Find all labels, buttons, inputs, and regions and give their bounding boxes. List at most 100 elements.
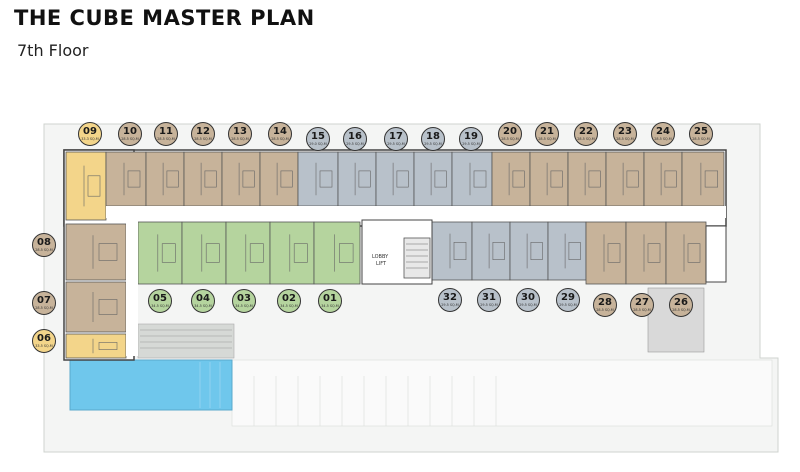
unit-block-14[interactable]	[259, 151, 299, 207]
unit-block-20[interactable]	[491, 151, 531, 207]
unit-area: 29.0 SQ.M	[309, 142, 327, 146]
unit-block-18[interactable]	[413, 151, 453, 207]
main-corridor	[106, 206, 726, 218]
unit-block-03[interactable]	[225, 221, 271, 285]
unit-number: 15	[311, 131, 325, 142]
unit-number: 31	[482, 292, 496, 303]
unit-number: 19	[464, 131, 478, 142]
unit-area: 29.5 SQ.M	[519, 303, 537, 307]
unit-block-09[interactable]	[65, 151, 107, 221]
unit-block-02[interactable]	[269, 221, 315, 285]
unit-block-27[interactable]	[625, 221, 667, 285]
unit-number: 16	[348, 131, 362, 142]
unit-block-01[interactable]	[313, 221, 361, 285]
unit-number: 08	[37, 237, 51, 248]
unit-block-17[interactable]	[375, 151, 415, 207]
unit-area: 28.5 SQ.M	[616, 137, 634, 141]
unit-block-08[interactable]	[65, 223, 127, 281]
unit-number: 02	[282, 293, 296, 304]
unit-area: 29.5 SQ.M	[424, 142, 442, 146]
unit-area: 28.5 SQ.M	[35, 306, 53, 310]
unit-block-32[interactable]	[431, 221, 473, 281]
unit-block-26[interactable]	[665, 221, 707, 285]
unit-area: 28.5 SQ.M	[157, 137, 175, 141]
unit-block-25[interactable]	[681, 151, 725, 207]
unit-number: 21	[540, 126, 554, 137]
unit-number: 30	[521, 292, 535, 303]
unit-block-19[interactable]	[451, 151, 493, 207]
swimming-pool	[69, 359, 233, 411]
unit-block-28[interactable]	[585, 221, 627, 285]
unit-area: 28.5 SQ.M	[633, 308, 651, 312]
unit-block-30[interactable]	[509, 221, 549, 281]
unit-block-05[interactable]	[137, 221, 183, 285]
unit-block-12[interactable]	[183, 151, 223, 207]
unit-number: 28	[598, 297, 612, 308]
unit-block-22[interactable]	[567, 151, 607, 207]
lift-lobby: LOBBY LIFT	[361, 219, 433, 285]
unit-area: 28.5 SQ.M	[231, 137, 249, 141]
unit-block-29[interactable]	[547, 221, 587, 281]
east-stair	[705, 225, 727, 283]
unit-block-10[interactable]	[105, 151, 147, 207]
unit-number: 09	[83, 126, 97, 137]
unit-block-15[interactable]	[297, 151, 339, 207]
unit-block-13[interactable]	[221, 151, 261, 207]
unit-area: 34.5 SQ.M	[280, 304, 298, 308]
unit-block-04[interactable]	[181, 221, 227, 285]
unit-number: 27	[635, 297, 649, 308]
unit-number: 07	[37, 295, 51, 306]
unit-area: 33.5 SQ.M	[35, 344, 53, 348]
unit-area: 29.5 SQ.M	[559, 303, 577, 307]
unit-area: 34.5 SQ.M	[194, 304, 212, 308]
unit-area: 34.5 SQ.M	[151, 304, 169, 308]
unit-block-11[interactable]	[145, 151, 185, 207]
unit-block-21[interactable]	[529, 151, 569, 207]
unit-block-31[interactable]	[471, 221, 511, 281]
unit-number: 10	[123, 126, 137, 137]
unit-area: 28.5 SQ.M	[501, 137, 519, 141]
unit-number: 05	[153, 293, 167, 304]
unit-area: 28.5 SQ.M	[654, 137, 672, 141]
unit-area: 29.5 SQ.M	[480, 303, 498, 307]
unit-block-07[interactable]	[65, 281, 127, 333]
unit-block-23[interactable]	[605, 151, 645, 207]
unit-block-24[interactable]	[643, 151, 683, 207]
unit-block-06[interactable]	[65, 333, 127, 359]
unit-block-16[interactable]	[337, 151, 377, 207]
svg-text:LIFT: LIFT	[376, 261, 387, 267]
unit-area: 28.5 SQ.M	[271, 137, 289, 141]
